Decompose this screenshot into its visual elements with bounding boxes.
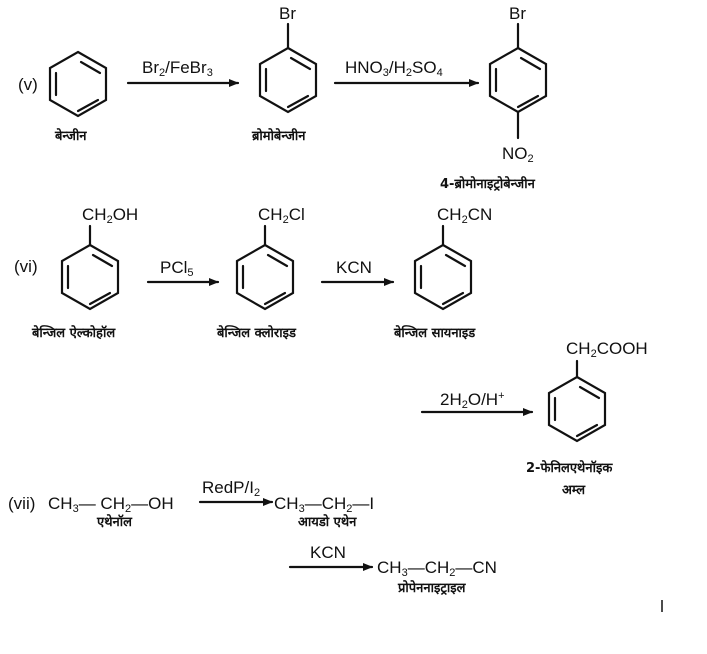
name-ethanol: एथेनॉल [97,515,132,530]
name-benzyl-cyanide: बेन्जिल सायनाइड [394,326,476,341]
reagent-kcn-vii: KCN [310,543,346,562]
name-acid: अम्ल [562,483,586,498]
label-reaction-v: (v) [18,75,38,94]
reagent-pcl5: PCl5 [160,258,194,279]
benzene-ring-v1 [48,50,108,118]
reagent-br2-febr3: Br2/FeBr3 [142,58,213,79]
label-reaction-vi: (vi) [14,257,38,276]
name-benzene: बेन्जीन [55,129,87,144]
group-ch2cn: CH2CN [437,205,493,226]
reagent-kcn-vi: KCN [336,258,372,277]
name-bromobenzene: ब्रोमोबेन्जीन [252,129,306,144]
name-propanenitrile: प्रोपेननाइट्राइल [398,581,466,596]
benzyl-alcohol-ring [60,224,120,311]
group-ch2cl: CH2Cl [258,205,305,226]
substituent-no2: NO2 [502,144,534,165]
benzyl-chloride-ring [235,224,295,311]
name-benzyl-alcohol: बेन्जिल ऐल्कोहॉल [32,326,116,341]
substituent-br-mid: Br [279,4,296,23]
substituent-br-product: Br [509,4,526,23]
name-benzyl-chloride: बेन्जिल क्लोराइड [217,326,296,341]
name-iodoethane: आयडो एथेन [298,515,357,530]
reagent-2h2o-h: 2H2O/H+ [440,390,505,411]
reagent-redp-i2: RedP/I2 [202,478,261,499]
group-ch2cooh: CH2COOH [566,339,648,360]
reagent-hno3-h2so4: HNO3/H2SO4 [345,58,443,79]
formula-iodoethane: CH3—CH2—I [274,494,375,515]
formula-propanenitrile: CH3—CH2—CN [377,558,497,579]
group-ch2oh: CH2OH [82,205,139,226]
benzyl-cyanide-ring [413,224,473,311]
bromobenzene-ring [258,22,318,114]
label-reaction-vii: (vii) [8,494,36,513]
formula-ethanol: CH3— CH2—OH [48,494,174,515]
phenylacetic-acid-ring [547,359,607,443]
name-2-phenylethanoic: 2-फेनिलएथेनॉइक [526,461,613,476]
name-4-bromonitrobenzene: 4-ब्रोमोनाइट्रोबेन्जीन [440,177,535,192]
bromonitrobenzene-ring [488,22,548,140]
